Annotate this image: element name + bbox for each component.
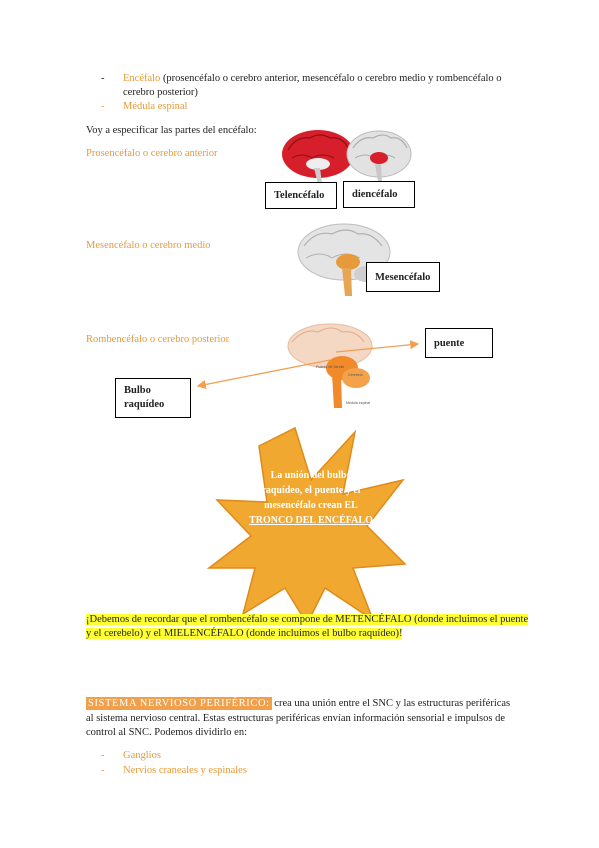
star-line-2: raquídeo, el puente y el (261, 485, 361, 496)
snp-paragraph-line-2: al sistema nervioso central. Estas estru… (86, 713, 505, 724)
list-item-medula: Médula espinal (123, 101, 188, 112)
star-line-1: La unión del bulbo (270, 470, 352, 481)
snp-list-item-ganglios: Ganglios (123, 750, 161, 761)
snp-list-item-nervios: Nervios craneales y espinales (123, 765, 247, 776)
section-mesencefalo: Mesencéfalo o cerebro medio (86, 240, 211, 251)
label-box-puente: puente (425, 328, 493, 358)
arrow-to-bulbo (196, 359, 331, 389)
list-dash-2: - (101, 101, 105, 112)
label-box-bulbo: Bulbo raquídeo (115, 378, 191, 418)
label-box-diencefalo: diencéfalo (343, 181, 415, 208)
brain-diencefalo-image (346, 130, 412, 182)
section-rombencefalo: Rombencéfalo o cerebro posterior (86, 334, 230, 345)
star-line-4: TRONCO DEL ENCÉFALO (249, 515, 373, 526)
section-prosencefalo: Prosencéfalo o cerebro anterior (86, 148, 218, 159)
bulbo-line-2: raquídeo (124, 399, 165, 410)
arrow-to-puente (335, 340, 420, 353)
brain-rombencefalo-image: Puente de Varolio Cerebelo Médula espina… (287, 323, 373, 408)
starburst-shape (206, 426, 407, 626)
snp-list-dash-1: - (101, 750, 105, 761)
encefalo-desc-a: (prosencéfalo o cerebro anterior, mesenc… (160, 73, 502, 84)
snp-line1-rest: crea una unión entre el SNC y las estruc… (271, 698, 511, 709)
brain-telencefalo-image (282, 130, 354, 184)
star-line-3: mesencéfalo crean EL (264, 500, 358, 511)
brain-label-puente-small: Puente de Varolio (316, 365, 344, 369)
encefalo-desc-b: cerebro posterior) (123, 87, 198, 98)
label-box-mesencefalo: Mesencéfalo (366, 262, 440, 292)
bulbo-line-1: Bulbo (124, 385, 151, 396)
snp-paragraph-line-1: SISTEMA NERVIOSO PERIFÉRICO: crea una un… (86, 697, 510, 711)
term-encefalo: Encéfalo (123, 73, 161, 84)
brain-label-cerebelo-small: Cerebelo (348, 373, 363, 377)
label-box-telencefalo: Telencéfalo (265, 182, 337, 209)
highlight-note-line-1: ¡Debemos de recordar que el rombencéfalo… (86, 614, 529, 625)
highlight-note-line-2: y el cerebelo) y el MIELENCÉFALO (donde … (86, 628, 403, 639)
snp-list-dash-2: - (101, 765, 105, 776)
list-dash-1: - (101, 73, 105, 84)
intro-text: Voy a especificar las partes del encéfal… (86, 125, 257, 136)
snp-title: SISTEMA NERVIOSO PERIFÉRICO: (86, 697, 272, 710)
snp-paragraph-line-3: control al SNC. Podemos dividirlo en: (86, 727, 247, 738)
list-item-encefalo: Encéfalo (prosencéfalo o cerebro anterio… (123, 72, 502, 86)
starburst-text: La unión del bulbo raquídeo, el puente y… (236, 468, 386, 528)
brain-label-medula-small: Médula espinal (346, 401, 370, 405)
